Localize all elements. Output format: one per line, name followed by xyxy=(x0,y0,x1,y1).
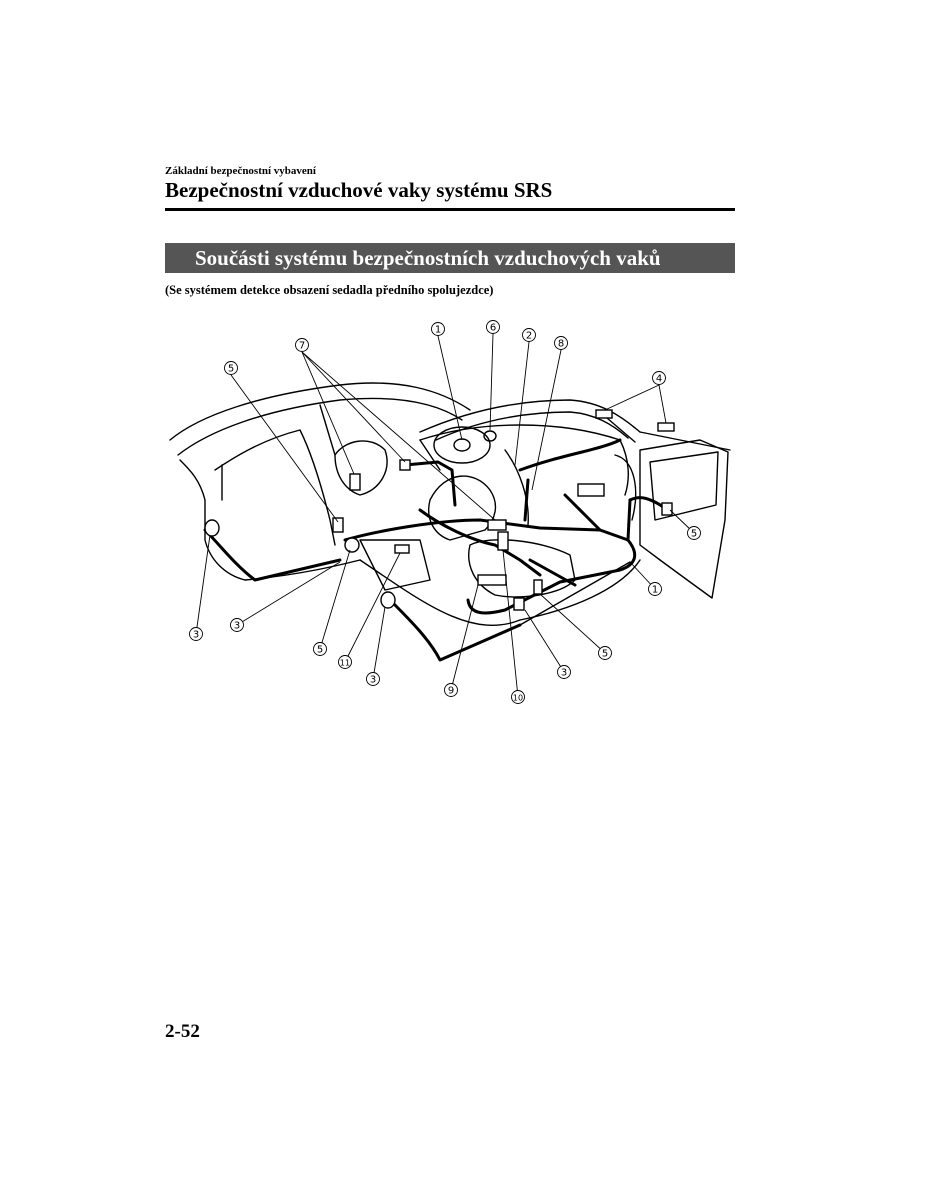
side-sensor-rear xyxy=(332,517,344,533)
pretensioner-rear-left xyxy=(204,519,220,537)
callout-8: 8 xyxy=(554,336,568,350)
door-sensor-front xyxy=(661,502,673,516)
sensor-module-rear xyxy=(349,473,361,491)
leader-lines xyxy=(195,333,695,698)
car-outline xyxy=(169,382,731,661)
callout-7: 7 xyxy=(295,338,309,352)
svg-text:11: 11 xyxy=(340,659,350,668)
sensor-module-center xyxy=(399,459,411,471)
callout-4: 4 xyxy=(652,371,666,385)
page-number: 2-52 xyxy=(165,1021,200,1042)
svg-text:5: 5 xyxy=(317,645,323,656)
svg-text:3: 3 xyxy=(193,630,199,641)
svg-text:4: 4 xyxy=(656,374,662,385)
figure-subnote: (Se systémem detekce obsazení sedadla př… xyxy=(165,283,494,297)
callout-5-lower-right: 5 xyxy=(598,646,612,660)
svg-text:1: 1 xyxy=(652,585,658,596)
pretensioner-rear-seat xyxy=(344,537,360,553)
svg-text:2: 2 xyxy=(526,331,532,342)
floor-sensor xyxy=(513,597,525,611)
callout-11: 11 xyxy=(338,655,352,669)
callout-1-top: 1 xyxy=(431,322,445,336)
callout-5-upper-left: 5 xyxy=(224,361,238,375)
svg-text:3: 3 xyxy=(370,675,376,686)
callout-6: 6 xyxy=(486,320,500,334)
title-rule xyxy=(165,208,735,211)
section-title: Bezpečnostní vzduchové vaky systému SRS xyxy=(165,178,553,202)
airbag-system-diagram: 1 6 2 8 7 5 4 5 1 3 3 5 11 3 9 10 3 5 xyxy=(169,320,731,704)
callout-3-center: 3 xyxy=(366,672,380,686)
callout-3-left: 3 xyxy=(230,618,244,632)
svg-text:3: 3 xyxy=(234,621,240,632)
svg-text:5: 5 xyxy=(602,649,608,660)
callout-5-lower-left: 5 xyxy=(313,642,327,656)
callout-5-right: 5 xyxy=(687,526,701,540)
rear-connector xyxy=(394,544,410,554)
running-head: Základní bezpečnostní vybavení xyxy=(165,165,316,177)
seat-belt-buckle xyxy=(533,579,543,595)
passenger-airbag-module xyxy=(577,483,605,497)
callout-10: 10 xyxy=(511,690,525,704)
svg-text:5: 5 xyxy=(228,364,234,375)
svg-text:9: 9 xyxy=(448,686,454,697)
curtain-inflator-front-1 xyxy=(595,409,613,419)
callout-2: 2 xyxy=(522,328,536,342)
callout-3-far-left: 3 xyxy=(189,627,203,641)
callout-1-right: 1 xyxy=(648,582,662,596)
svg-text:7: 7 xyxy=(299,341,305,352)
callout-9: 9 xyxy=(444,683,458,697)
curtain-inflator-front-2 xyxy=(657,422,675,432)
system-components xyxy=(204,409,675,611)
pretensioner-rear-right xyxy=(380,591,396,609)
svg-text:10: 10 xyxy=(513,694,523,703)
seat-weight-sensor xyxy=(497,531,509,551)
svg-text:1: 1 xyxy=(435,325,441,336)
callout-3-right: 3 xyxy=(557,665,571,679)
section-banner: Součásti systému bezpečnostních vzduchov… xyxy=(165,243,735,273)
svg-text:5: 5 xyxy=(691,529,697,540)
svg-text:3: 3 xyxy=(561,668,567,679)
occupant-sensor-mat xyxy=(477,574,507,586)
svg-text:8: 8 xyxy=(558,339,564,350)
control-unit xyxy=(487,519,507,531)
wiring-harness xyxy=(203,438,667,662)
svg-text:6: 6 xyxy=(490,323,496,334)
